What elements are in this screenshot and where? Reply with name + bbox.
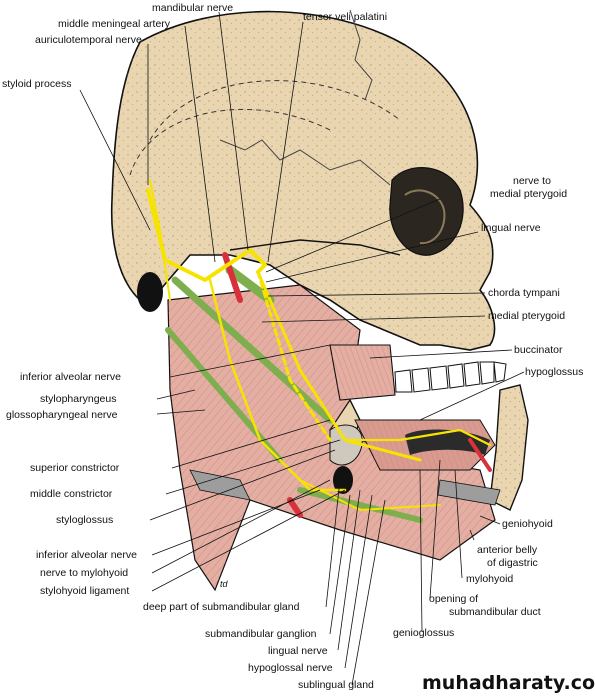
label-medial-pterygoid: medial pterygoid [488, 310, 566, 322]
label-anterior-belly: anterior belly [477, 544, 538, 556]
label-buccinator: buccinator [514, 344, 563, 356]
label-submandibular-ganglion: submandibular ganglion [205, 628, 317, 640]
artist-signature: td [220, 579, 228, 589]
label-inferior-alveolar-nerve-lower: inferior alveolar nerve [36, 549, 137, 561]
label-hypoglossus: hypoglossus [525, 366, 584, 378]
label-nerve-to-mylohyoid: nerve to mylohyoid [40, 567, 129, 579]
label-tensor-veli-palatini: tensor veli palatini [303, 11, 388, 23]
label-middle-constrictor: middle constrictor [30, 488, 113, 500]
label-chorda-tympani: chorda tympani [488, 287, 560, 299]
grey-muscle-band [189, 469, 501, 506]
label-opening-of: opening of [429, 593, 479, 605]
arteries [222, 252, 492, 518]
label-styloglossus: styloglossus [56, 514, 114, 526]
label-lingual-nerve-right: lingual nerve [481, 222, 541, 234]
green-muscles [165, 265, 423, 523]
nerves [146, 179, 492, 511]
label-of-digastric: of digastric [487, 557, 538, 569]
label-glossopharyngeal-nerve: glossopharyngeal nerve [6, 409, 118, 421]
label-hypoglossal-nerve: hypoglossal nerve [248, 662, 333, 674]
label-styloid-process: styloid process [2, 78, 72, 90]
label-sublingual-gland: sublingual gland [298, 679, 374, 691]
skull [110, 9, 496, 351]
label-nerve-to: nerve to [513, 175, 551, 187]
label-geniohyoid: geniohyoid [502, 518, 553, 530]
label-medial-pterygoid-nerve: medial pterygoid [490, 188, 568, 200]
label-inferior-alveolar-nerve-upper: inferior alveolar nerve [20, 371, 121, 383]
label-genioglossus: genioglossus [393, 627, 455, 639]
label-lingual-nerve-bottom: lingual nerve [268, 645, 328, 657]
upper-teeth [394, 361, 507, 393]
label-middle-meningeal-artery: middle meningeal artery [58, 18, 171, 30]
label-submandibular-duct: submandibular duct [449, 606, 541, 618]
label-auriculotemporal-nerve: auriculotemporal nerve [35, 34, 142, 46]
label-stylopharyngeus: stylopharyngeus [40, 393, 117, 405]
label-superior-constrictor: superior constrictor [30, 462, 120, 474]
leader-lines [79, 11, 525, 686]
watermark: muhadharaty.com [422, 672, 595, 694]
label-mylohyoid: mylohyoid [466, 573, 514, 585]
label-mandibular-nerve: mandibular nerve [152, 2, 234, 14]
label-deep-part-submandibular-gland: deep part of submandibular gland [143, 601, 300, 613]
label-stylohyoid-ligament: stylohyoid ligament [40, 585, 130, 597]
